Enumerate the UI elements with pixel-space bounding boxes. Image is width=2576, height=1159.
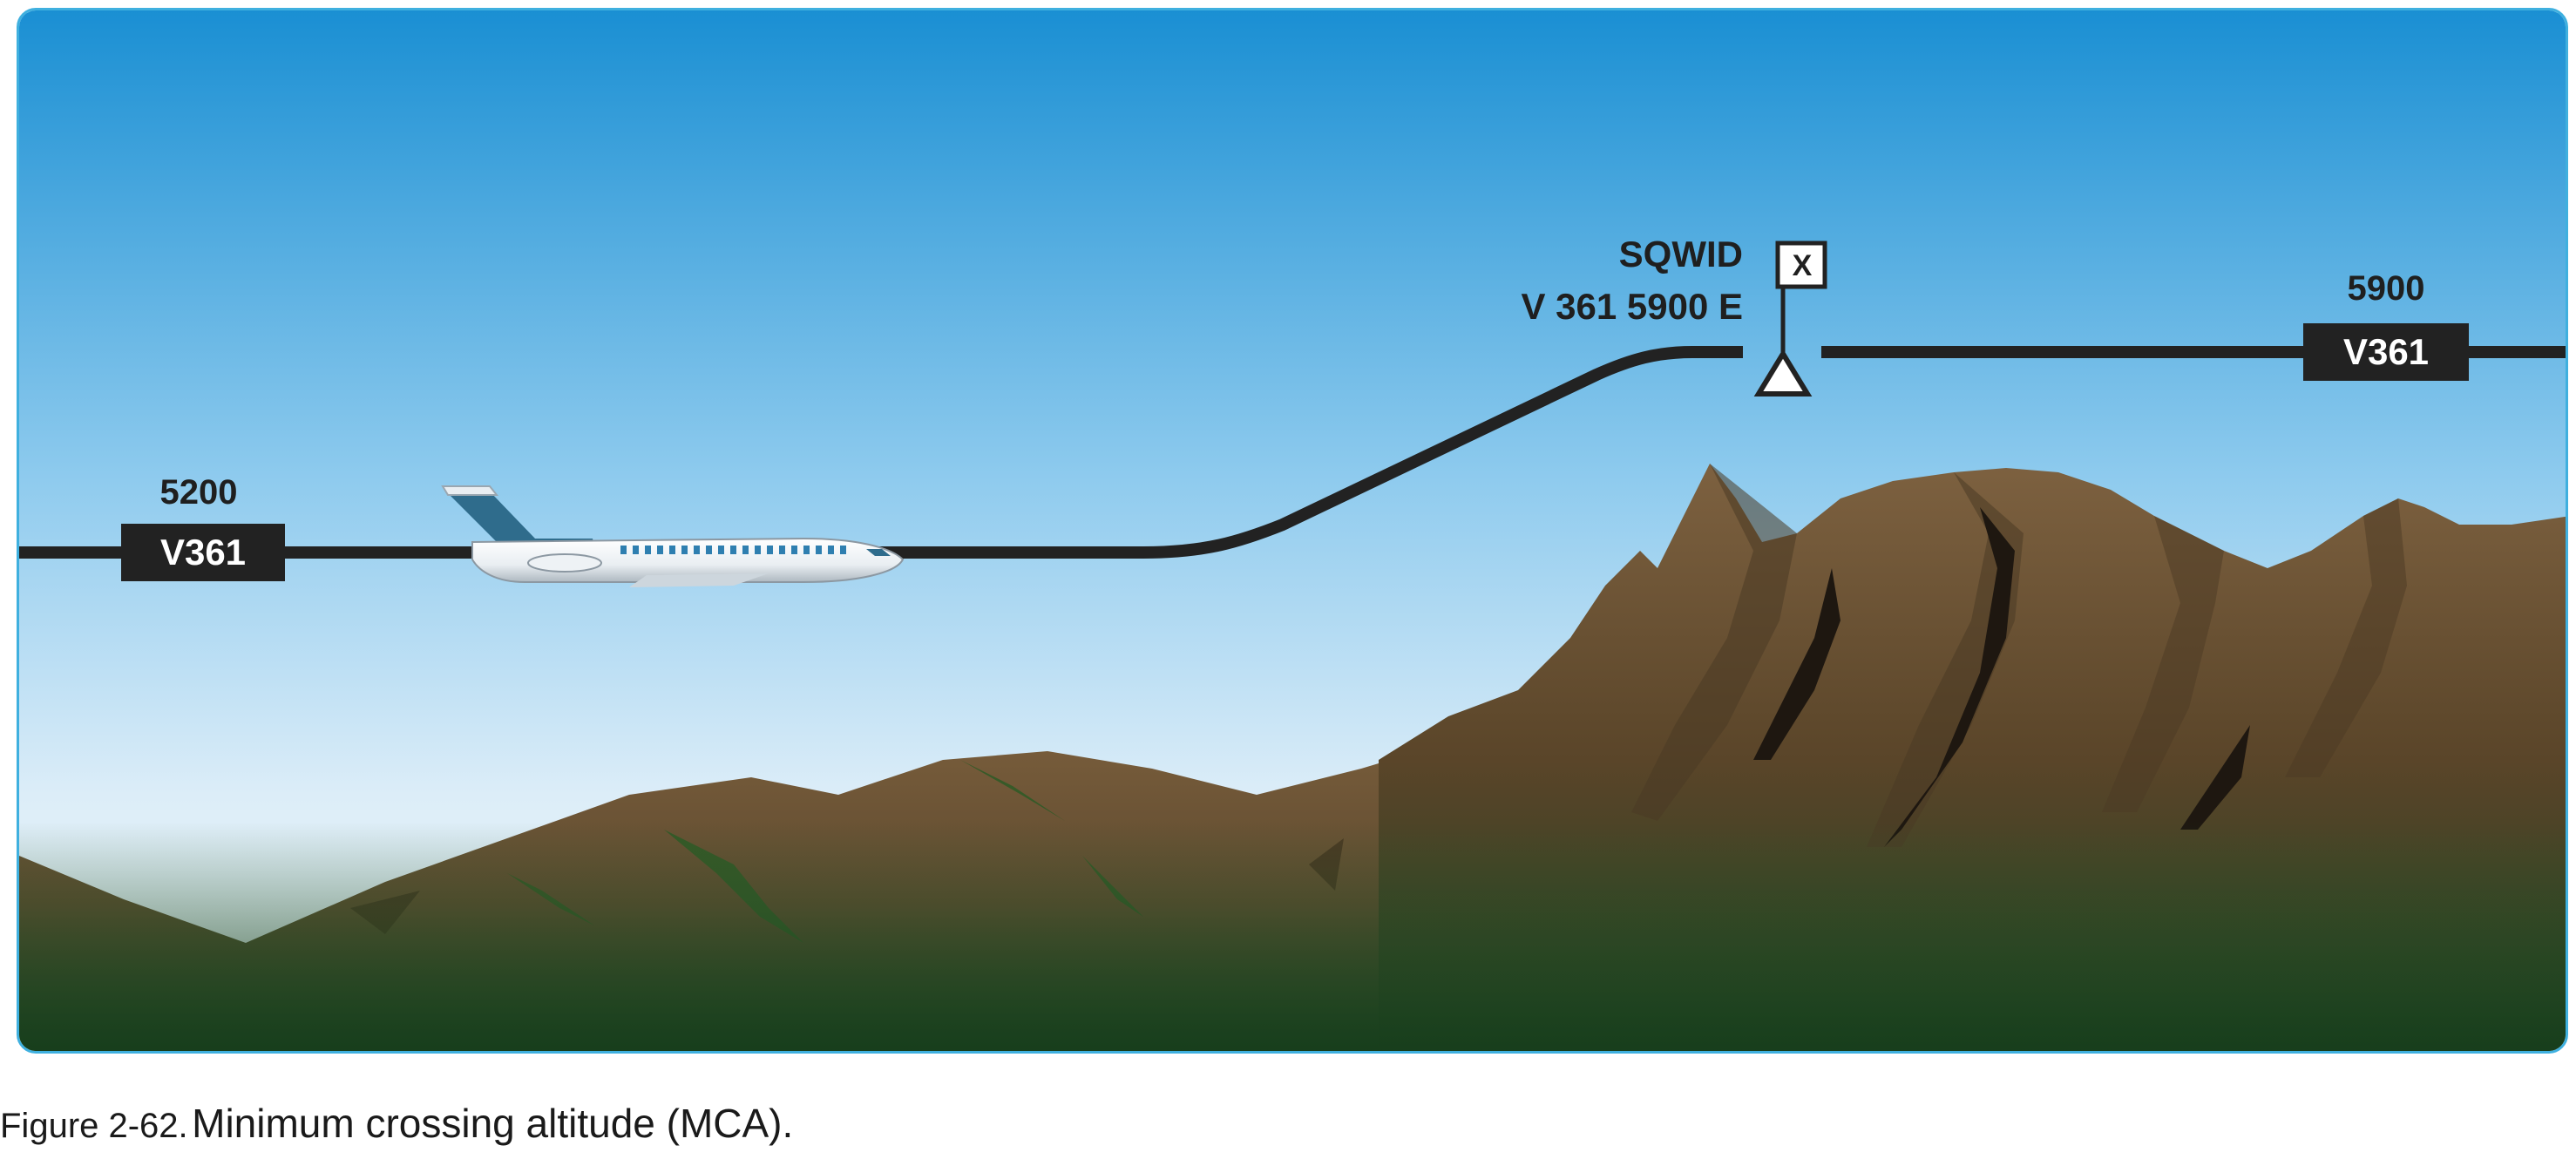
aircraft-icon <box>441 485 905 587</box>
left-route-box <box>121 524 285 581</box>
crevice <box>1753 568 1840 760</box>
ridge-shadow <box>2285 498 2407 777</box>
figure-caption: Figure 2-62. Minimum crossing altitude (… <box>0 1100 793 1147</box>
airway-route-line <box>19 346 1743 559</box>
mca-flag-box <box>1775 241 1827 289</box>
right-route-box <box>2303 323 2469 381</box>
ridge-shadow <box>1867 472 2024 847</box>
right-route-label: V361 <box>2343 331 2429 372</box>
forest-band <box>19 821 2566 1051</box>
ridge-shadow <box>1631 464 1797 821</box>
fix-crossing-label: V 361 5900 E <box>1521 286 1743 327</box>
caption-text: Minimum crossing altitude (MCA). <box>192 1101 794 1146</box>
navaid-triangle-icon <box>1753 349 1813 396</box>
ridge-shadow <box>2102 516 2224 812</box>
right-altitude-label: 5900 <box>2348 269 2425 308</box>
left-route-label: V361 <box>160 532 246 573</box>
fix-name-label: SQWID <box>1619 234 1743 274</box>
figure-panel: 5200 V361 5900 V361 SQWID V 361 5900 E X <box>17 8 2568 1054</box>
mca-flag-x: X <box>1793 249 1813 282</box>
crevice <box>1884 507 2015 847</box>
mca-scene: 5200 V361 5900 V361 SQWID V 361 5900 E X <box>19 10 2566 1051</box>
left-altitude-label: 5200 <box>160 473 238 512</box>
crevice <box>2180 725 2250 830</box>
caption-label: Figure 2-62. <box>0 1107 188 1145</box>
